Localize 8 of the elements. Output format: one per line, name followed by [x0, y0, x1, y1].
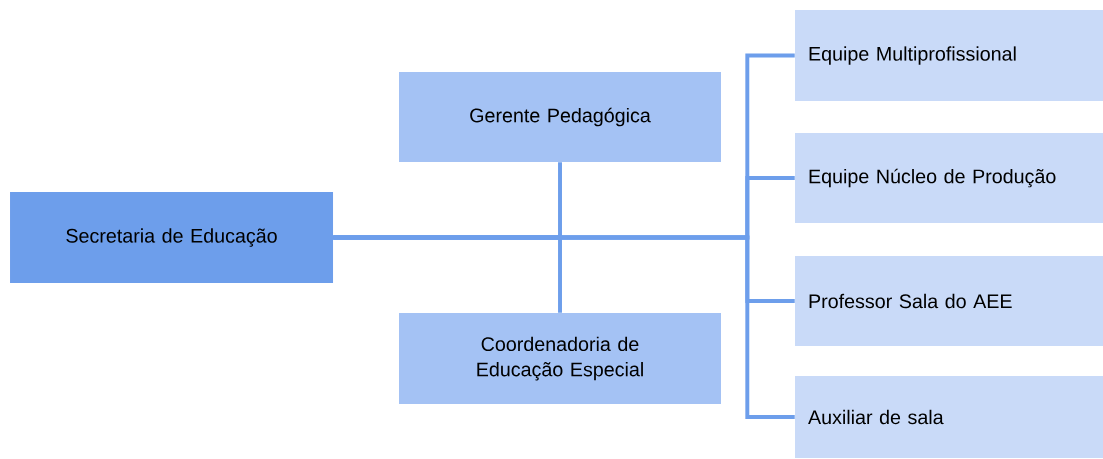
connector-line — [333, 235, 795, 419]
team-box: Auxiliar de sala — [795, 376, 1103, 458]
unit-box: Gerente Pedagógica — [399, 72, 721, 162]
team-box: Equipe Núcleo de Produção — [795, 133, 1103, 223]
unit-box: Coordenadoria de Educação Especial — [399, 313, 721, 404]
team-box: Professor Sala do AEE — [795, 256, 1103, 346]
root-box: Secretaria de Educação — [10, 192, 334, 283]
team-box: Equipe Multiprofissional — [795, 10, 1103, 102]
